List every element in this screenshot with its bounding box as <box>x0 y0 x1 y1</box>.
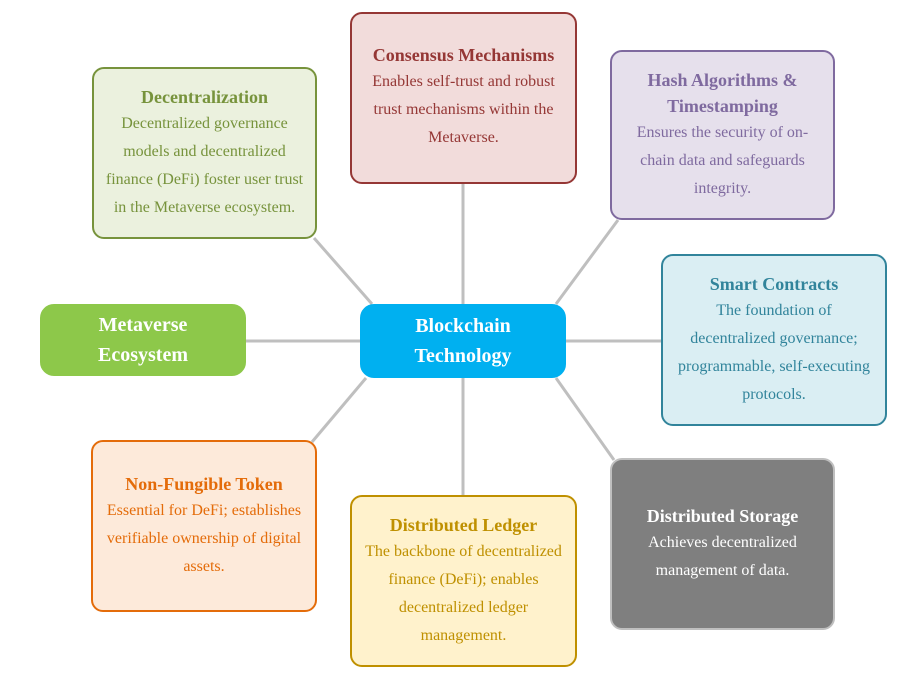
non-fungible-token-node: Non-Fungible Token Essential for DeFi; e… <box>91 440 317 612</box>
hash-desc-line: chain data and safeguards <box>640 152 805 169</box>
smart-desc-line: decentralized governance; <box>690 330 858 347</box>
ledger-desc-line: The backbone of decentralized <box>365 543 562 560</box>
consensus-desc-line: Metaverse. <box>428 129 499 146</box>
decentralization-desc-line: finance (DeFi) foster user trust <box>105 171 304 188</box>
smart-contracts-node: Smart Contracts The foundation of decent… <box>661 254 887 426</box>
hash-algorithms-node: Hash Algorithms & Timestamping Ensures t… <box>610 50 835 220</box>
consensus-desc-line: Enables self-trust and robust <box>372 73 555 90</box>
connector-nft <box>310 377 368 443</box>
blockchain-technology-node: Blockchain Technology <box>360 304 566 378</box>
metaverse-title-line2: Ecosystem <box>98 344 188 366</box>
storage-desc-line: management of data. <box>655 562 790 579</box>
decentralization-desc-line: in the Metaverse ecosystem. <box>113 199 296 216</box>
consensus-mechanisms-node: Consensus Mechanisms Enables self-trust … <box>350 12 577 184</box>
storage-title: Distributed Storage <box>646 506 799 526</box>
center-title-line1: Blockchain <box>415 315 511 337</box>
nft-desc-line: assets. <box>183 558 225 575</box>
nft-title: Non-Fungible Token <box>125 474 283 494</box>
storage-desc-line: Achieves decentralized <box>648 534 797 551</box>
consensus-desc-line: trust mechanisms within the <box>373 101 554 118</box>
hash-desc-line: Ensures the security of on- <box>636 124 809 141</box>
decentralization-desc-line: models and decentralized <box>123 143 286 160</box>
decentralization-node: Decentralization Decentralized governanc… <box>92 67 317 239</box>
ledger-desc-line: decentralized ledger <box>398 599 529 616</box>
decentralization-title: Decentralization <box>141 87 268 107</box>
connector-storage <box>554 377 616 461</box>
smart-desc-line: protocols. <box>742 386 806 403</box>
decentralization-desc-line: Decentralized governance <box>121 115 288 132</box>
center-title-line2: Technology <box>414 345 512 367</box>
metaverse-ecosystem-node: Metaverse Ecosystem <box>40 304 246 376</box>
ledger-desc-line: management. <box>420 627 507 644</box>
smart-title: Smart Contracts <box>709 274 839 294</box>
hash-title-line2: Timestamping <box>667 96 778 116</box>
consensus-title: Consensus Mechanisms <box>372 45 555 65</box>
nft-desc-line: Essential for DeFi; establishes <box>106 502 302 519</box>
smart-desc-line: The foundation of <box>716 302 832 319</box>
hash-title-line1: Hash Algorithms & <box>647 70 798 90</box>
connector-decentralization <box>312 237 374 305</box>
nft-desc-line: verifiable ownership of digital <box>106 530 302 547</box>
metaverse-title-line1: Metaverse <box>98 314 188 336</box>
distributed-ledger-node: Distributed Ledger The backbone of decen… <box>350 495 577 667</box>
connector-hash <box>554 219 620 305</box>
ledger-title: Distributed Ledger <box>389 515 538 535</box>
hash-desc-line: integrity. <box>693 180 752 197</box>
ledger-desc-line: finance (DeFi); enables <box>388 571 539 588</box>
distributed-storage-node: Distributed Storage Achieves decentraliz… <box>610 458 835 630</box>
smart-desc-line: programmable, self-executing <box>678 358 870 375</box>
